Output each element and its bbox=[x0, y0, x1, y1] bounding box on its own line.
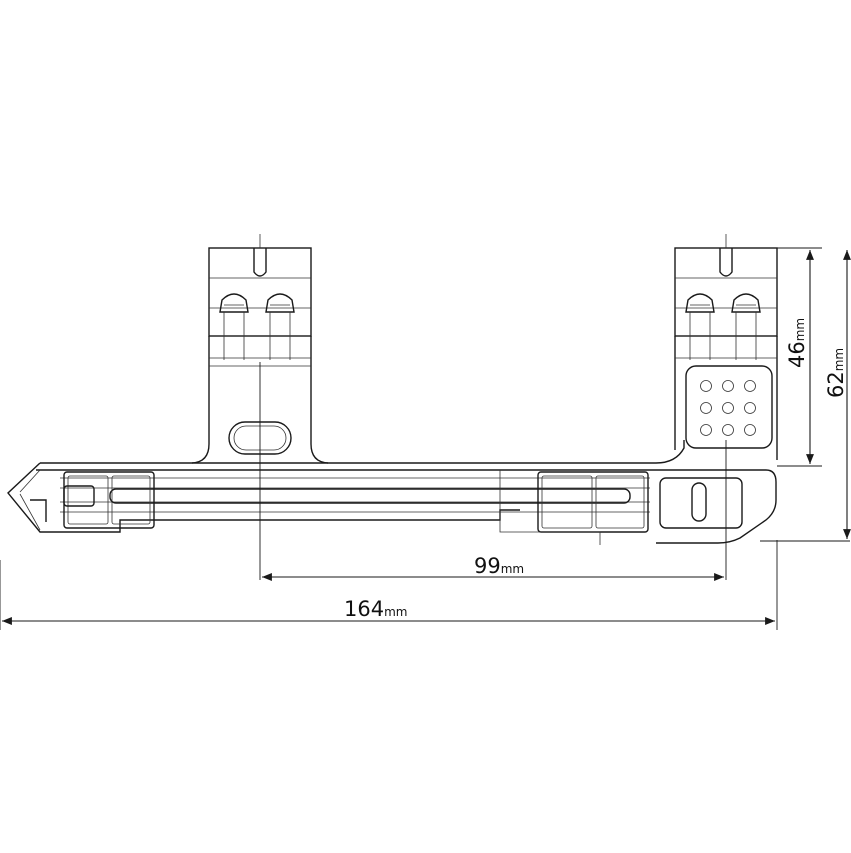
dim-46-unit: mm bbox=[793, 318, 807, 341]
hole-grid bbox=[700, 380, 756, 436]
dim-62-value: 62 bbox=[824, 371, 848, 398]
svg-text:46mm: 46mm bbox=[785, 318, 809, 368]
dim-99-unit: mm bbox=[501, 562, 524, 576]
dim-62-unit: mm bbox=[832, 348, 846, 371]
svg-text:62mm: 62mm bbox=[824, 348, 848, 398]
rear-scope-ring bbox=[674, 234, 778, 460]
dim-99-value: 99 bbox=[474, 554, 501, 578]
svg-text:99mm: 99mm bbox=[474, 554, 524, 578]
dim-164-value: 164 bbox=[344, 597, 384, 621]
dimension-99mm: 99mm bbox=[262, 554, 724, 581]
dim-46-value: 46 bbox=[785, 341, 809, 368]
svg-text:164mm: 164mm bbox=[344, 597, 407, 621]
dim-164-unit: mm bbox=[384, 605, 407, 619]
dimension-164mm: 164mm bbox=[2, 597, 775, 625]
dimension-62mm: 62mm bbox=[824, 249, 851, 539]
mount-body bbox=[7, 440, 777, 545]
extension-lines bbox=[0, 247, 850, 630]
dimension-46mm: 46mm bbox=[785, 249, 814, 464]
